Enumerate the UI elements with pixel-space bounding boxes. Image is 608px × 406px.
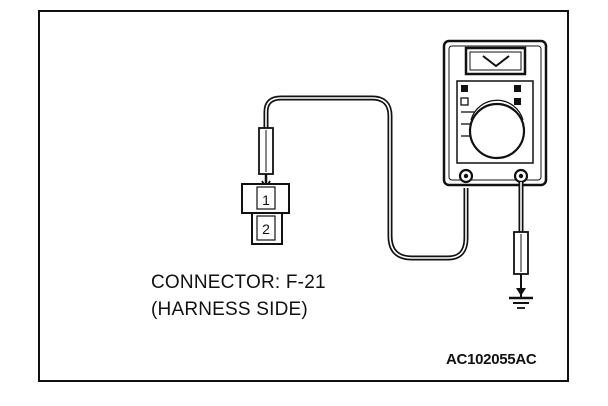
pin-number-1: 1 [262, 192, 270, 208]
test-probe-icon [258, 127, 274, 190]
multimeter-icon [442, 39, 548, 187]
pin-number-2: 2 [262, 221, 270, 237]
meter-dial [468, 102, 526, 160]
figure-reference: AC102055AC [446, 351, 537, 368]
connector-f21: 1 2 [241, 183, 290, 245]
connector-label: CONNECTOR: F-21 [151, 272, 326, 293]
test-lead-wire [263, 95, 469, 261]
ground-icon [509, 294, 533, 309]
diagram-frame [38, 10, 569, 382]
connector-side-label: (HARNESS SIDE) [151, 299, 308, 320]
ground-lead [513, 182, 529, 296]
